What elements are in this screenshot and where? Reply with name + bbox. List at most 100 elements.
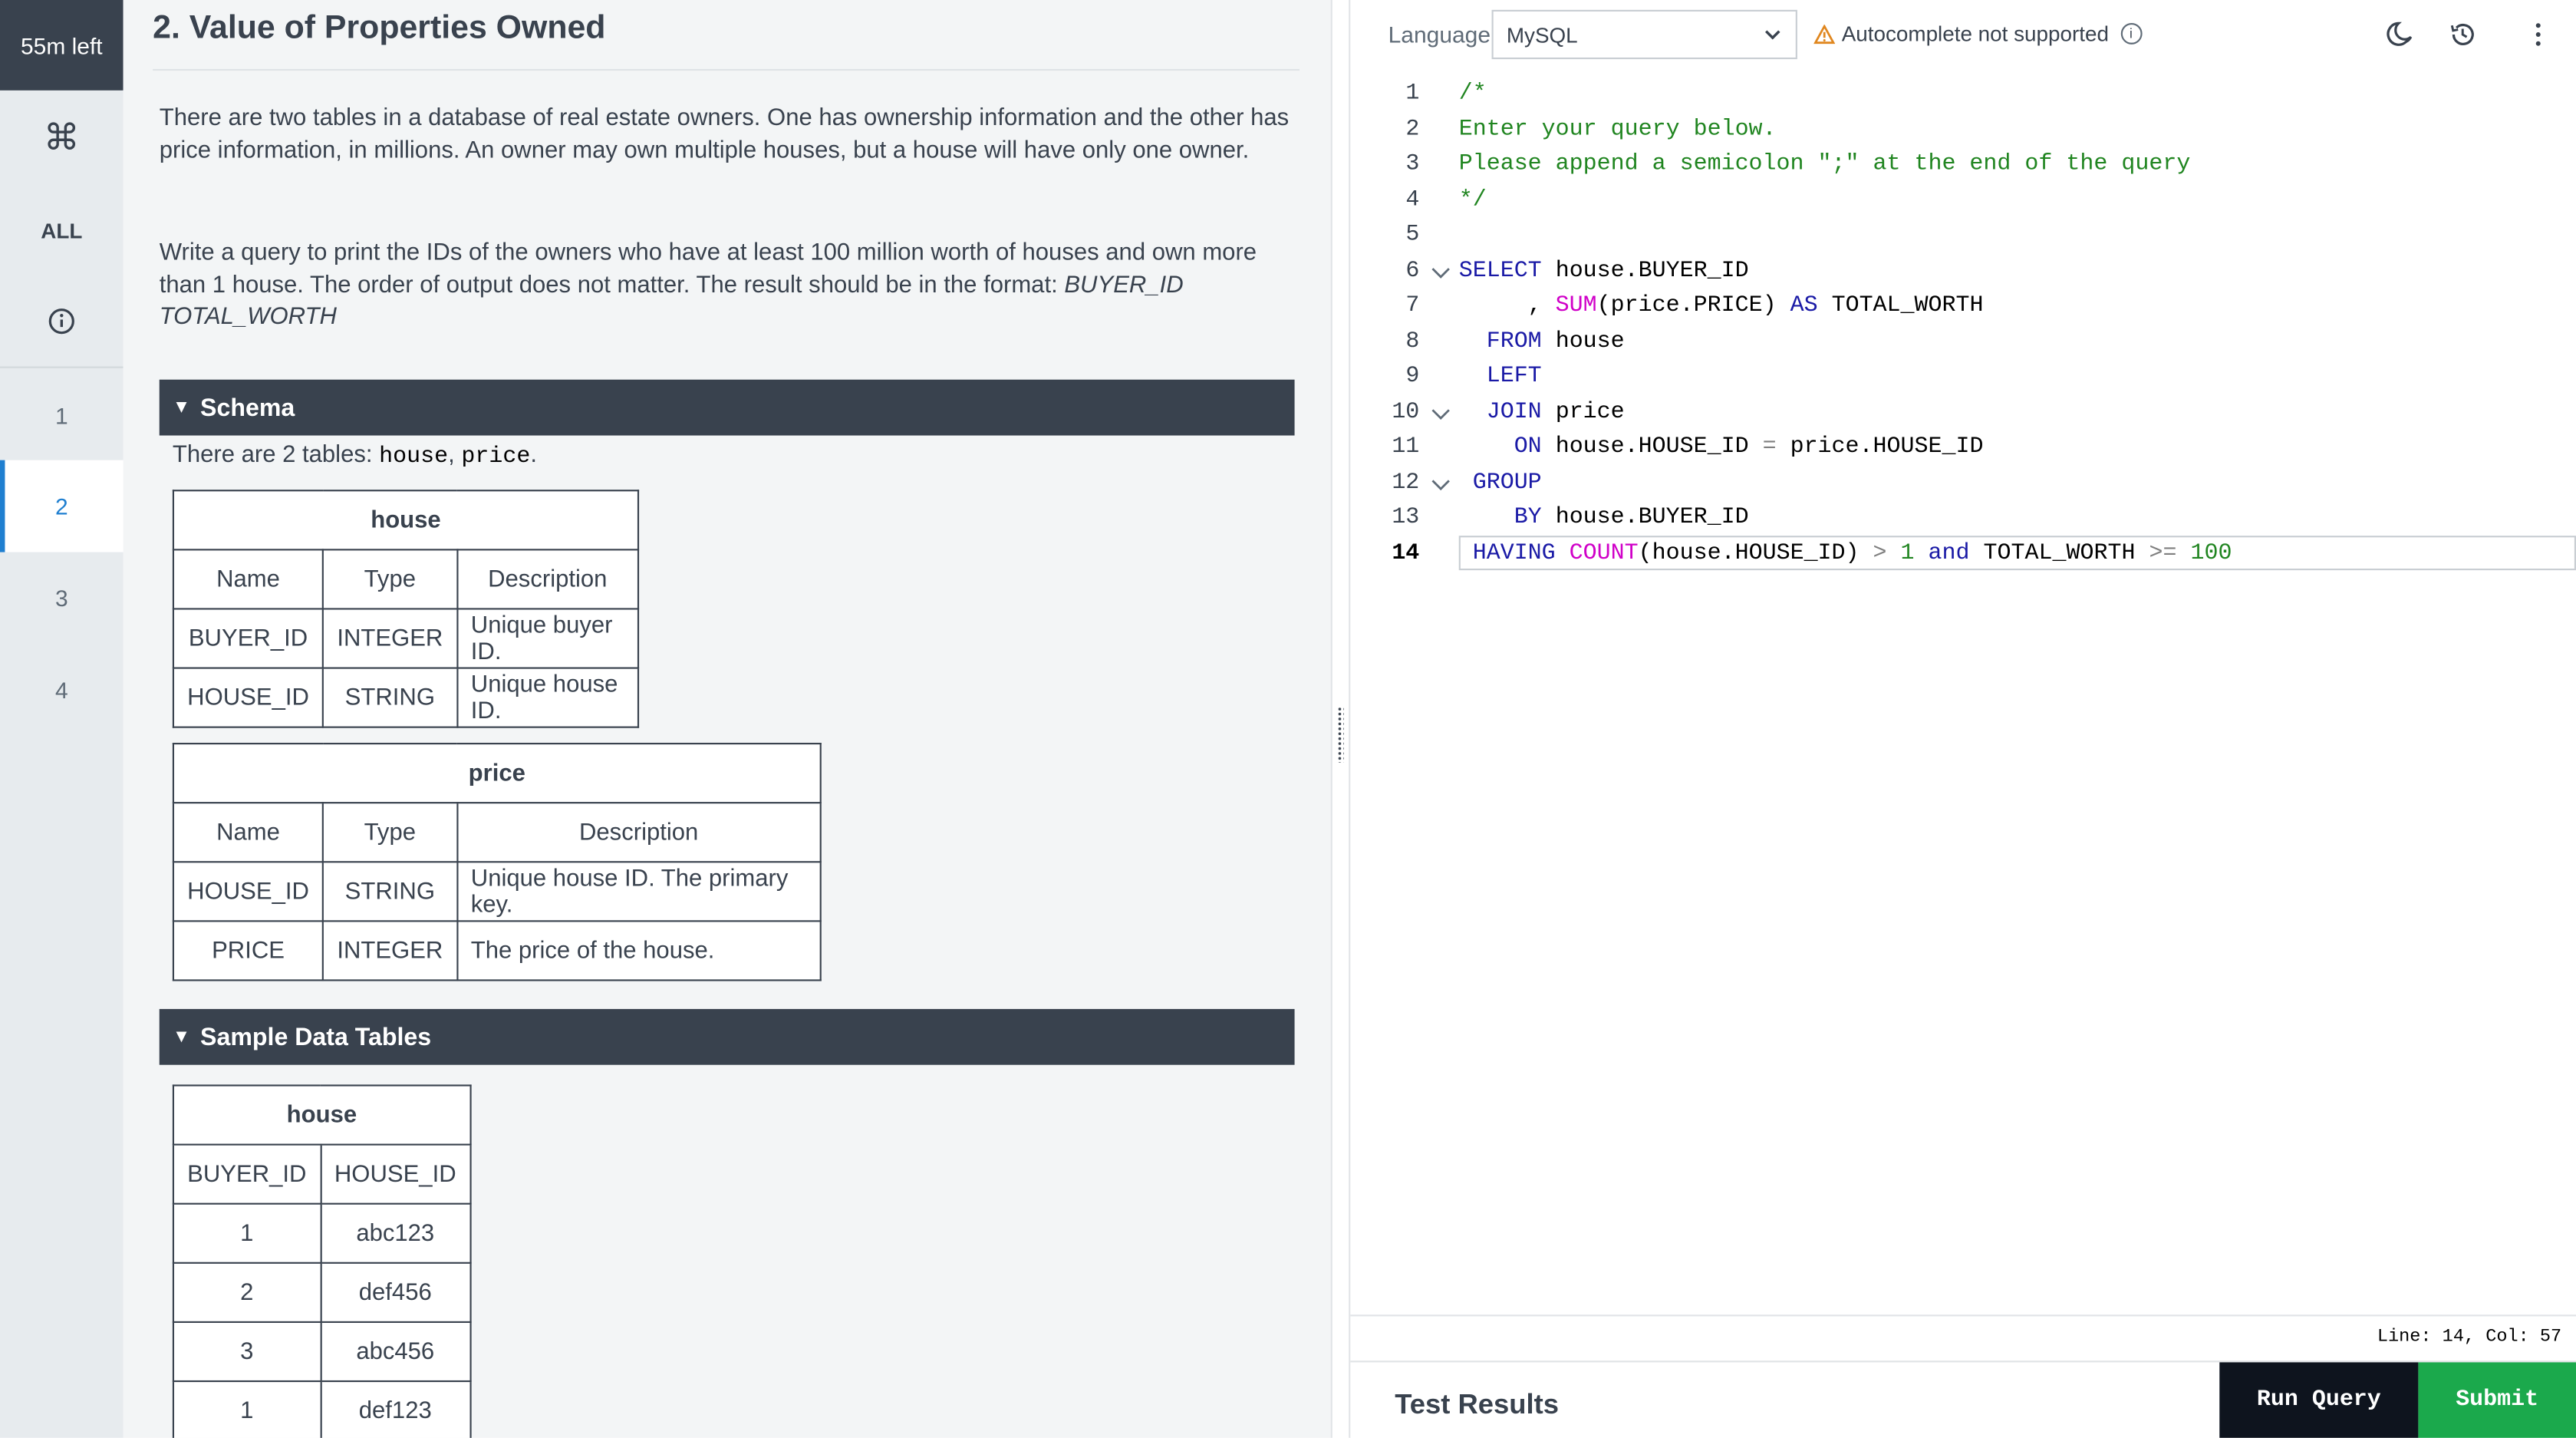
editor-bottom-divider <box>1350 1314 2576 1317</box>
code-text: house.BUYER_ID <box>1541 258 1749 285</box>
problem-description: There are two tables in a database of re… <box>159 105 1290 164</box>
line-number: 2 <box>1405 117 1420 143</box>
theme-toggle-button[interactable] <box>2380 15 2420 54</box>
schema-note-text: There are 2 tables: <box>172 442 380 469</box>
test-results-tab[interactable]: Test Results <box>1395 1388 1559 1420</box>
command-icon[interactable]: ⌘ <box>43 117 80 158</box>
collapse-triangle-icon: ▼ <box>172 1027 191 1047</box>
fold-chevron-icon[interactable] <box>1431 265 1451 281</box>
info-button[interactable] <box>0 276 124 365</box>
sql-keyword: SELECT <box>1458 258 1542 285</box>
problem-title: 2. Value of Properties Owned <box>153 9 606 46</box>
table-cell: 2 <box>172 1262 321 1323</box>
sql-function: COUNT <box>1569 540 1639 567</box>
column-header: Name <box>172 802 324 863</box>
sql-operator: >= <box>2149 540 2177 567</box>
sql-keyword: FROM <box>1458 328 1542 355</box>
column-header: Name <box>172 549 324 610</box>
column-header: Type <box>322 549 458 610</box>
column-header: Description <box>456 549 640 610</box>
table-cell: def123 <box>319 1380 471 1438</box>
table-cell: HOUSE_ID <box>172 667 324 728</box>
current-line-highlight <box>1458 536 2576 571</box>
table-name-price: price <box>461 444 531 470</box>
fold-chevron-icon[interactable] <box>1431 477 1451 493</box>
table-name-house: house <box>379 444 449 470</box>
table-cell: def456 <box>319 1262 471 1323</box>
code-text: (house.HOUSE_ID) <box>1638 540 1873 567</box>
title-divider <box>153 68 1300 71</box>
table-cell: STRING <box>322 667 458 728</box>
line-number: 5 <box>1405 222 1420 249</box>
code-line: */ <box>1458 187 1487 214</box>
code-line: JOIN price <box>1459 399 1625 425</box>
line-number: 7 <box>1405 292 1420 319</box>
column-header: Type <box>322 802 458 863</box>
history-button[interactable] <box>2443 15 2482 54</box>
sql-operator: > <box>1873 540 1887 567</box>
problem-task: Write a query to print the IDs of the ow… <box>160 239 1293 335</box>
code-text <box>1915 541 1929 567</box>
house-sample-table: house BUYER_ID HOUSE_ID 1 abc123 2 def45… <box>172 1084 471 1438</box>
submit-button[interactable]: Submit <box>2418 1362 2576 1438</box>
fold-chevron-icon[interactable] <box>1431 406 1451 422</box>
table-row: 2 def456 <box>172 1262 471 1323</box>
code-line: FROM house <box>1459 328 1625 355</box>
price-schema-table: price Name Type Description HOUSE_ID STR… <box>172 742 822 981</box>
line-number: 11 <box>1392 434 1420 460</box>
table-cell: Unique buyer ID. <box>456 608 640 669</box>
language-value: MySQL <box>1506 21 1578 48</box>
line-number: 3 <box>1405 151 1420 178</box>
cursor-position-status: Line: 14, Col: 57 <box>2377 1328 2562 1348</box>
line-number-active: 14 <box>1392 540 1420 567</box>
column-header: Description <box>456 802 822 863</box>
line-number: 1 <box>1405 80 1420 107</box>
drag-handle-icon[interactable] <box>1337 706 1344 763</box>
table-cell: 3 <box>172 1321 321 1383</box>
code-line: Enter your query below. <box>1458 117 1777 143</box>
sample-section-title: Sample Data Tables <box>200 1023 432 1051</box>
run-query-button[interactable]: Run Query <box>2219 1362 2419 1438</box>
rail-divider <box>0 366 124 368</box>
table-caption: house <box>172 1084 471 1146</box>
sql-keyword: BY <box>1458 504 1542 531</box>
table-cell: INTEGER <box>322 920 458 981</box>
sql-keyword: HAVING <box>1458 540 1556 567</box>
editor-pane <box>1350 0 2576 1438</box>
column-header: BUYER_ID <box>172 1143 321 1205</box>
code-line: BY house.BUYER_ID <box>1459 504 1749 530</box>
table-cell: HOUSE_ID <box>172 861 324 922</box>
more-options-button[interactable] <box>2518 15 2558 54</box>
sample-data-section-header[interactable]: ▼ Sample Data Tables <box>159 1008 1295 1065</box>
table-row: BUYER_ID INTEGER Unique buyer ID. <box>172 608 640 669</box>
collapse-triangle-icon: ▼ <box>172 397 191 417</box>
code-text: house.HOUSE_ID <box>1541 434 1763 460</box>
all-questions-button[interactable]: ALL <box>41 217 83 242</box>
code-text: TOTAL_WORTH <box>1969 540 2149 567</box>
code-text: price.HOUSE_ID <box>1776 434 1984 460</box>
schema-note-sep: , <box>448 442 462 469</box>
language-label: Language <box>1388 21 1491 48</box>
results-divider <box>1350 1360 2576 1363</box>
column-header: HOUSE_ID <box>319 1143 471 1205</box>
question-3-button[interactable]: 3 <box>54 585 68 612</box>
line-number: 8 <box>1405 328 1420 355</box>
table-cell: 1 <box>172 1202 321 1264</box>
question-4-button[interactable]: 4 <box>54 677 68 704</box>
line-number: 10 <box>1392 399 1420 426</box>
language-select[interactable]: MySQL <box>1491 9 1797 60</box>
active-indicator <box>0 460 5 552</box>
question-1-button[interactable]: 1 <box>54 401 68 428</box>
table-row: 1 def123 <box>172 1380 471 1438</box>
schema-section-header[interactable]: ▼ Schema <box>159 379 1295 436</box>
sql-keyword: ON <box>1458 434 1542 460</box>
output-format: BUYER_ID TOTAL_WORTH <box>159 272 1184 331</box>
code-text <box>1556 541 1570 567</box>
info-icon[interactable]: i <box>2120 22 2142 45</box>
house-schema-table: house Name Type Description BUYER_ID INT… <box>172 490 640 728</box>
warning-icon <box>1813 24 1836 44</box>
sql-keyword: JOIN <box>1458 399 1542 426</box>
code-line: GROUP <box>1459 470 1542 496</box>
line-number: 12 <box>1392 470 1420 496</box>
question-2-button[interactable]: 2 <box>0 460 124 552</box>
